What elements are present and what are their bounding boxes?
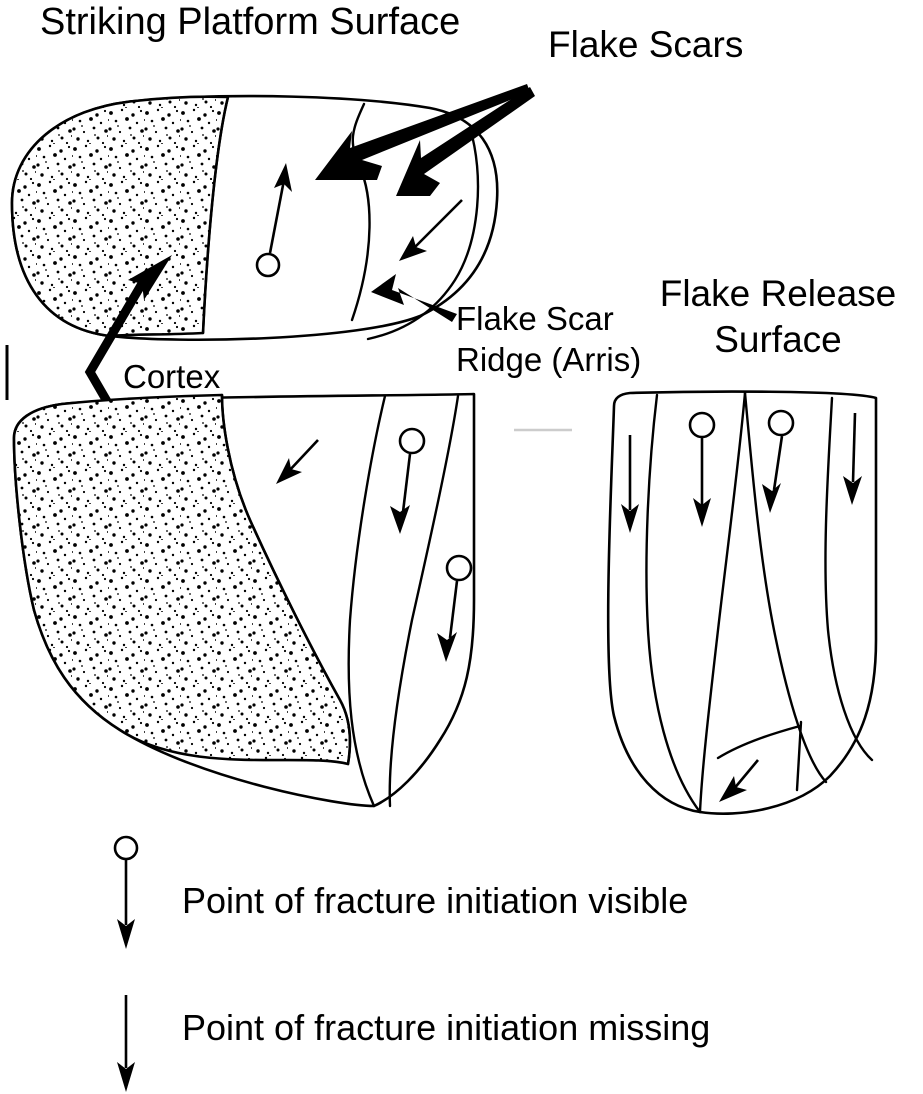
arrow-shaft [287,439,319,473]
top-core-initiation-arrow-missing [399,199,463,261]
arrow-shaft [401,453,412,513]
flake-scars-annotation: Flake Scars [315,24,743,196]
arrow-shaft [732,759,759,791]
top-core-scar-line-2 [366,126,480,341]
right-flake-scar-line-2 [698,391,747,814]
arrow-shaft [268,179,286,254]
arrow-head [621,504,639,533]
flake-scars-pointer-right [396,87,535,196]
arrow-head [399,236,427,261]
initiation-point-circle [688,411,716,439]
initiation-point-circle [398,427,426,455]
right-flake-arrow-missing-2 [843,412,862,505]
flake-scar-ridge-annotation: Flake Scar Ridge (Arris) [371,274,641,378]
middle-core-scar-line-2 [388,394,460,808]
arrow-shaft [851,412,857,483]
right-flake-scar-line-4 [824,396,874,762]
flake-scars-label: Flake Scars [548,24,743,65]
arrow-shaft [772,435,784,491]
right-flake-arrow-visible-1 [688,411,716,527]
arrow-shaft [448,580,459,639]
flake-scars-pointer-left [315,84,530,180]
top-core-cortex-boundary [201,95,230,335]
flake-scar-ridge-label-line1: Flake Scar [456,300,614,337]
middle-core-initiation-arrow-missing [276,439,319,484]
arrow-head [719,776,747,802]
top-core-cortex-zone [10,95,230,338]
cortex-arrow-head-up [128,255,172,300]
arrow-shaft [411,199,463,251]
flake-scar-ridge-label-line2: Ridge (Arris) [456,341,641,378]
legend-down-arrow-icon [117,1062,135,1092]
cortex-label: Cortex [123,358,221,395]
arrow-head [276,458,302,484]
right-flake-scar-line-3 [743,391,828,784]
artifact-middle-core [12,392,476,808]
legend-label-missing: Point of fracture initiation missing [182,1007,710,1048]
page-title: Striking Platform Surface [40,1,460,43]
arrow-head [693,498,711,527]
middle-core-initiation-arrow-visible-2 [437,554,473,662]
right-flake-facet-line-2 [795,720,803,792]
legend-item-visible: Point of fracture initiation visible [113,835,688,949]
legend-item-missing: Point of fracture initiation missing [117,995,710,1092]
top-core-initiation-arrow-visible [255,163,292,278]
right-flake-arrow-missing-3 [719,759,759,802]
middle-core-scar-line-1 [347,394,387,808]
arrow-head [762,483,781,513]
right-flake-facet-line-1 [716,724,802,760]
legend: Point of fracture initiation visible Poi… [113,835,710,1092]
arrow-head [437,632,457,662]
right-flake-arrow-missing-1 [621,435,639,533]
middle-core-initiation-arrow-visible-1 [390,427,426,534]
right-flake-arrow-visible-2 [762,409,795,513]
arrow-head [274,163,292,192]
legend-label-visible: Point of fracture initiation visible [182,880,688,921]
arrow-head [843,476,862,505]
flake-scar-ridge-pointer [371,274,457,322]
artifact-right-flake [606,390,878,815]
initiation-point-circle [255,252,281,278]
right-flake-outline [606,390,878,815]
initiation-point-circle [767,409,795,437]
right-flake-scar-line-1 [645,393,702,814]
flake-release-label-line2: Surface [714,319,842,360]
initiation-point-circle [445,554,473,582]
legend-down-arrow-icon [117,919,135,949]
middle-core-cortex-boundary [220,393,352,766]
arrow-head [390,505,410,534]
flake-release-surface-annotation: Flake Release Surface [660,273,897,360]
flake-release-label-line1: Flake Release [660,273,897,314]
legend-initiation-circle-icon [113,835,139,861]
